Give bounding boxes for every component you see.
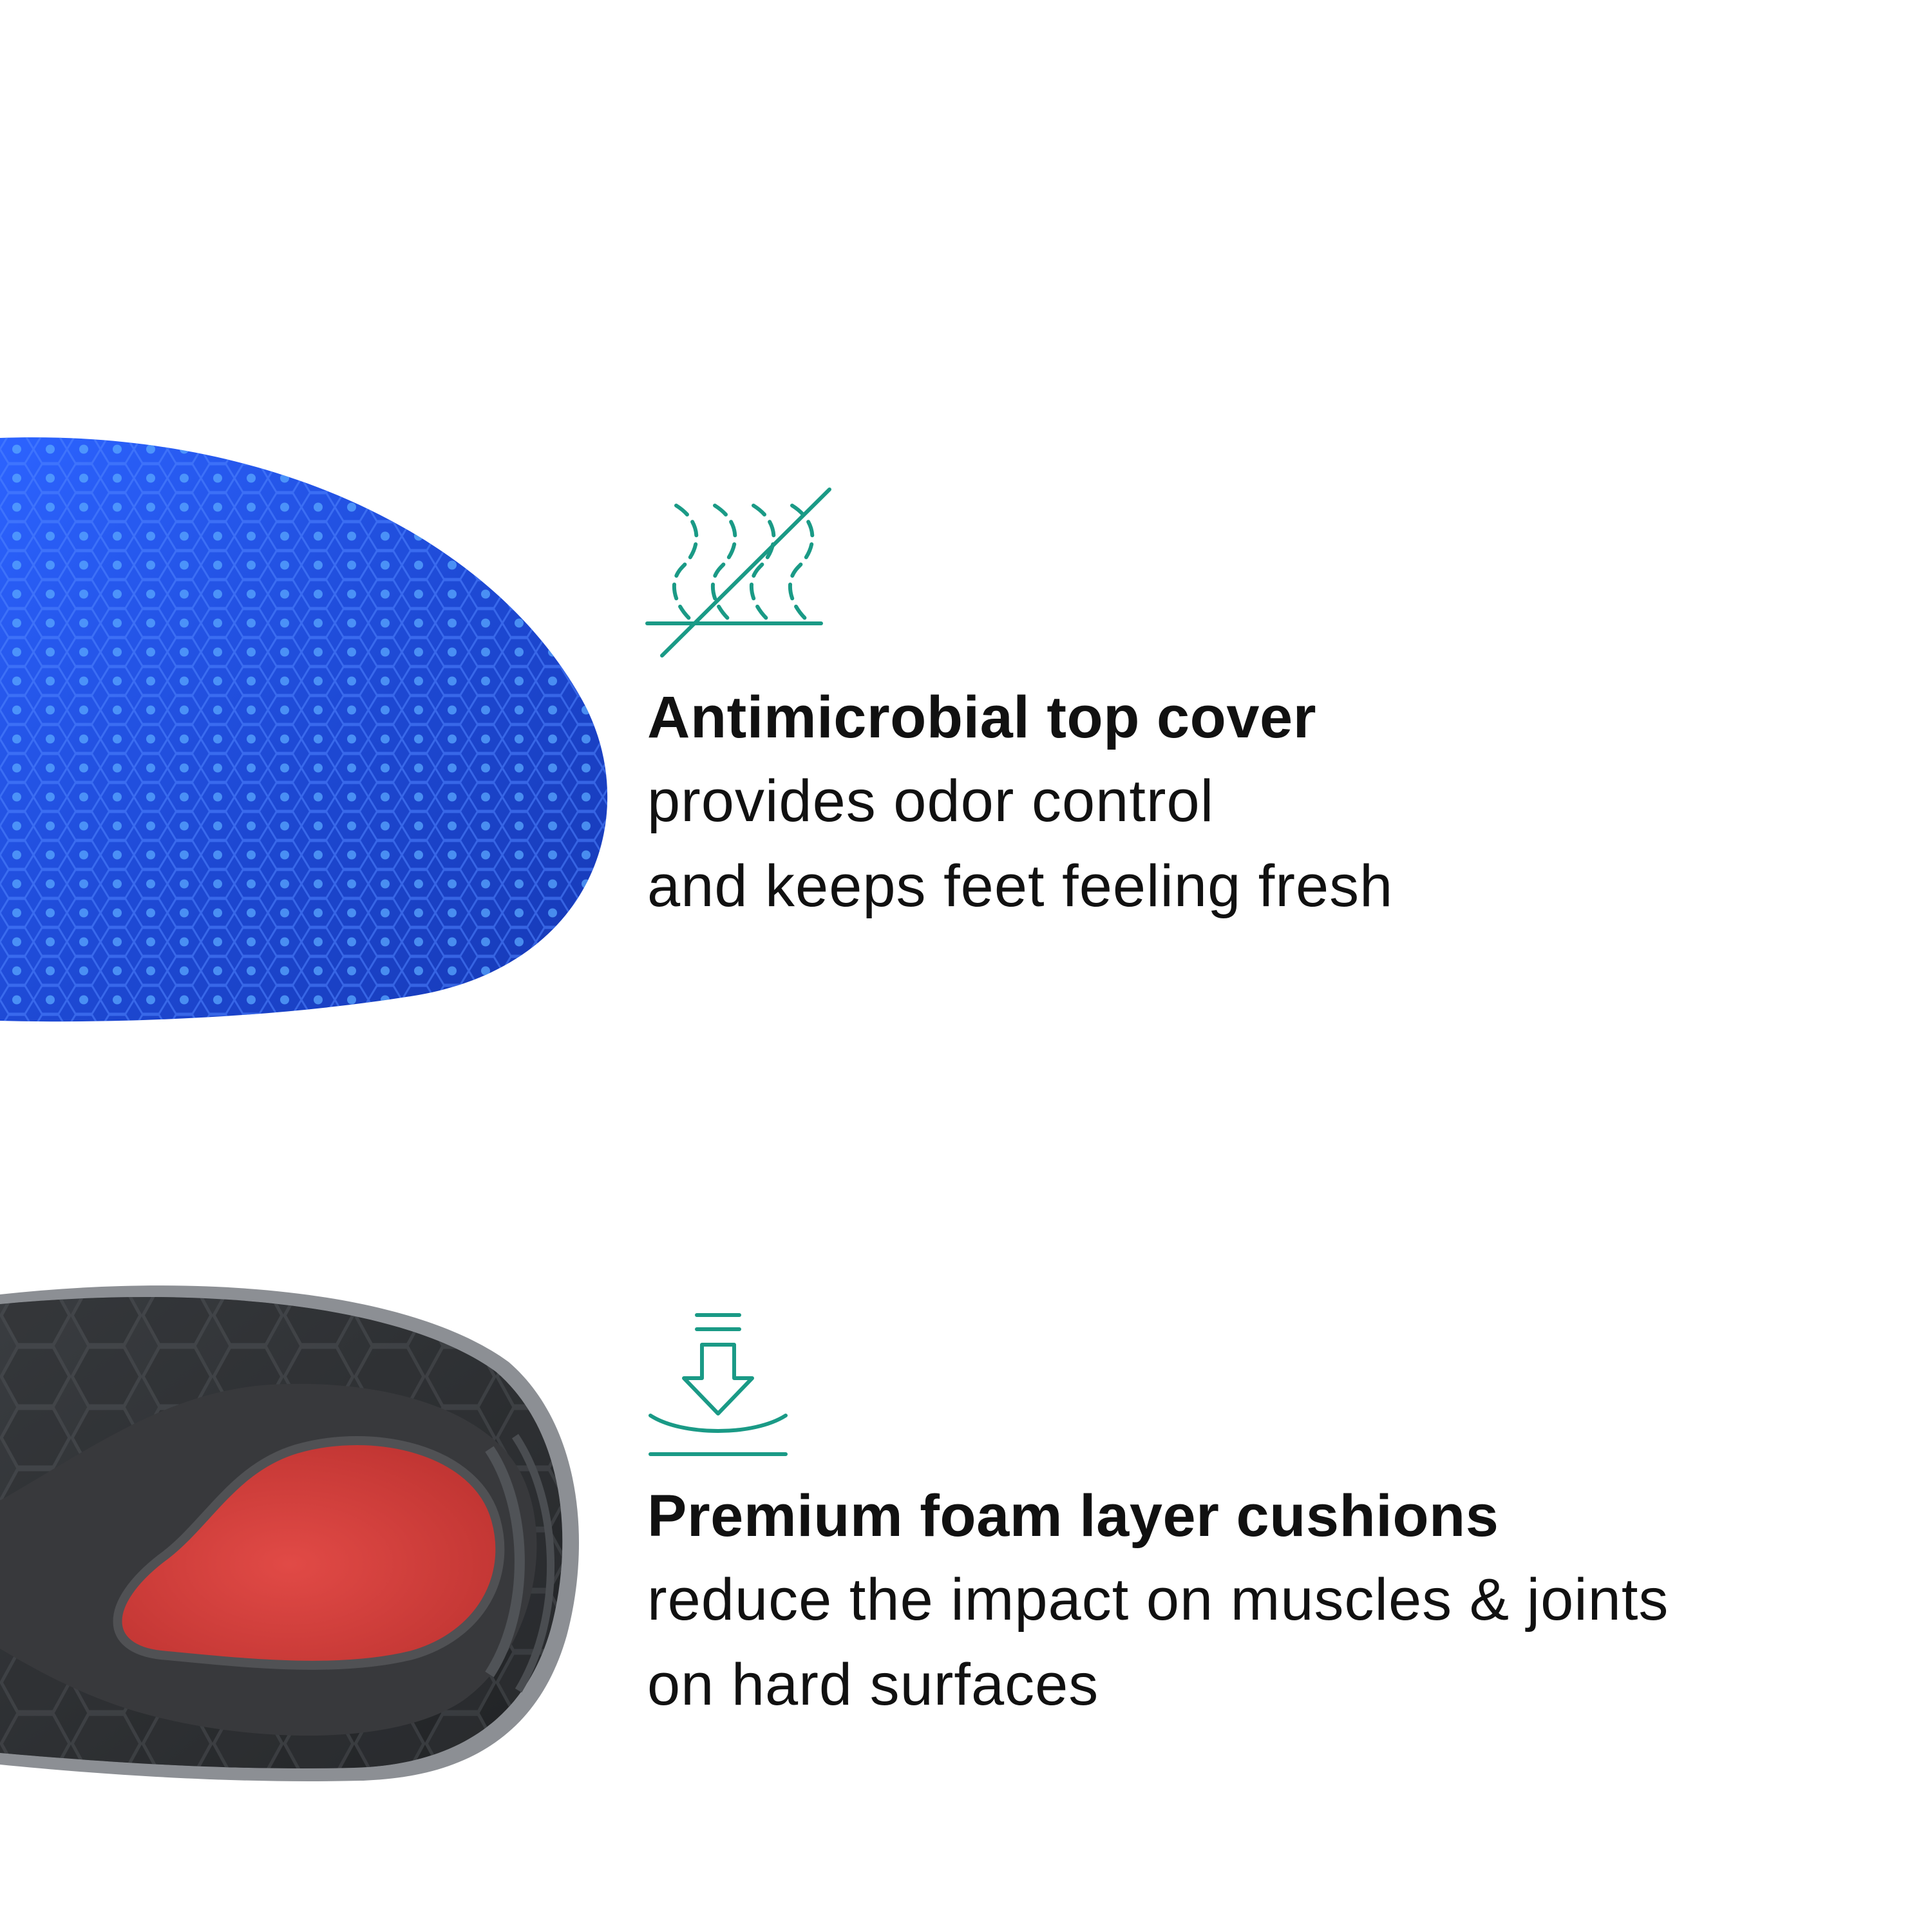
insole-foam-layer-image <box>0 1285 580 1781</box>
heel-pad-red <box>113 1435 505 1670</box>
feature-antimicrobial: Antimicrobial top cover provides odor co… <box>647 676 1909 929</box>
insole-top-cover-image <box>0 437 608 1022</box>
odor-control-icon <box>645 488 831 658</box>
feature-description-line: on hard surfaces <box>647 1652 1099 1718</box>
insole-heel-cup-rib-1 <box>485 1446 525 1678</box>
cushion-compress-icon <box>649 1313 788 1456</box>
feature-description-line: provides odor control <box>647 768 1215 834</box>
insole-heel-cup-rib-2 <box>512 1434 555 1693</box>
feature-title: Premium foam layer cushions <box>647 1483 1499 1549</box>
feature-title: Antimicrobial top cover <box>647 685 1316 750</box>
insole-top-cover-texture <box>0 437 608 1022</box>
feature-foam-layer: Premium foam layer cushions reduce the i… <box>647 1475 1909 1727</box>
feature-description-line: and keeps feet feeling fresh <box>647 853 1394 919</box>
feature-description-line: reduce the impact on muscles & joints <box>647 1567 1669 1633</box>
